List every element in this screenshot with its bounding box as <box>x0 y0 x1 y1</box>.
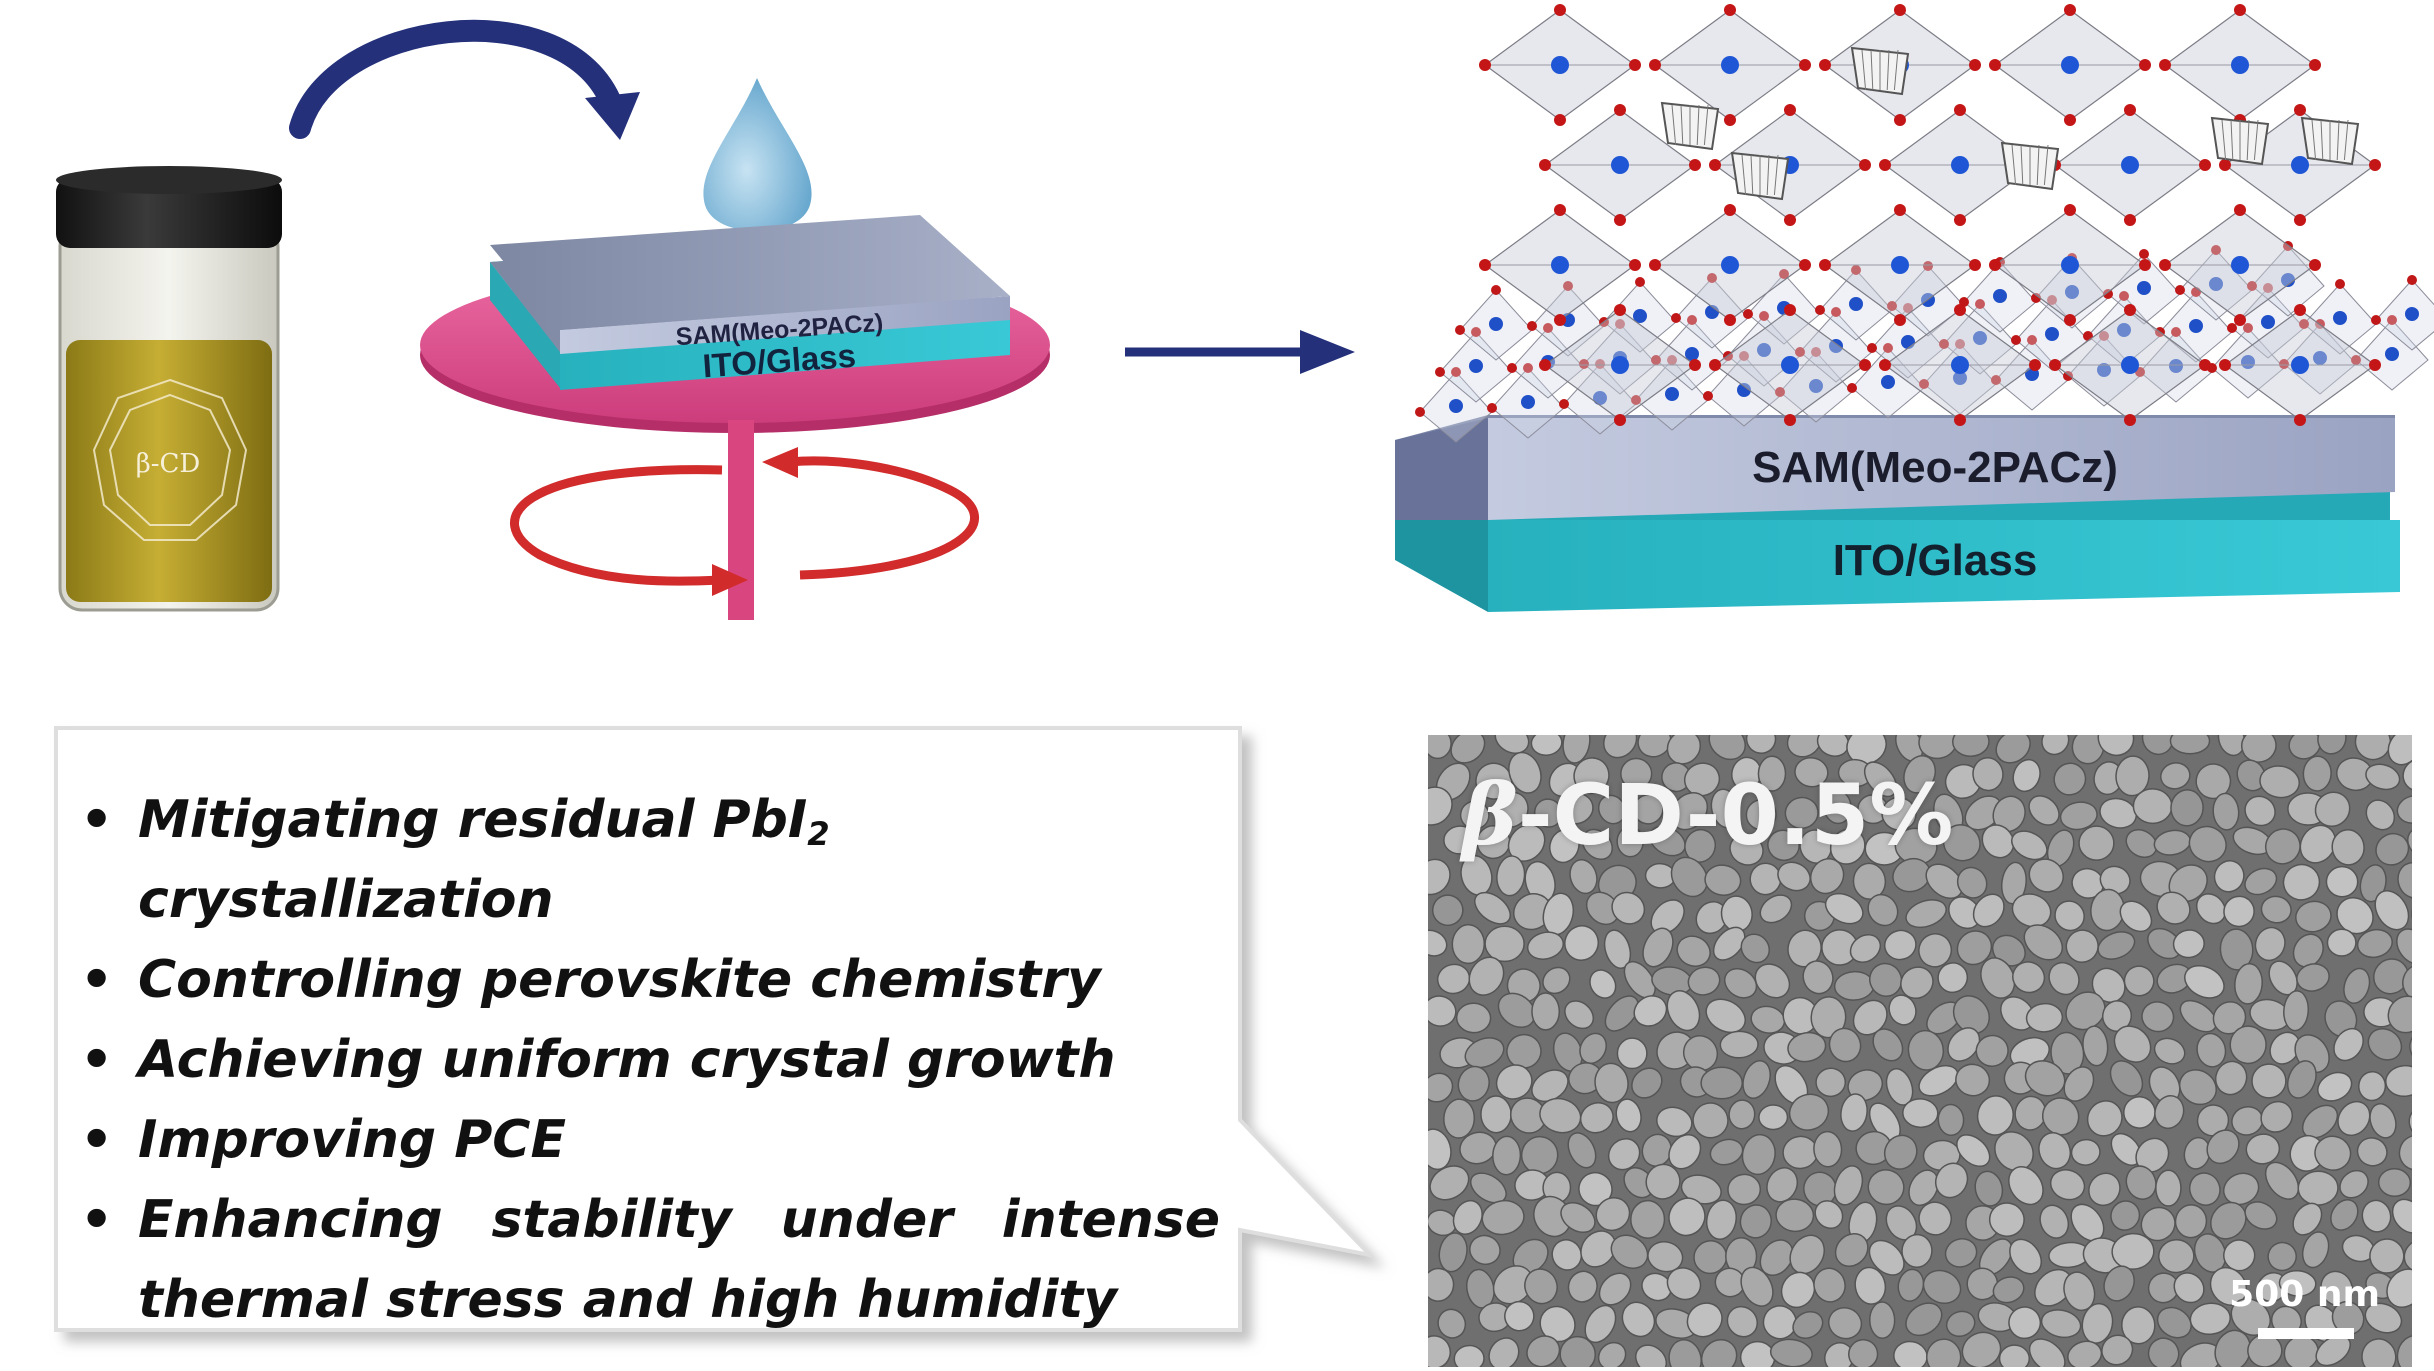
perovskite-stack: SAM(Meo-2PACz) ITO/Glass <box>1395 4 2434 612</box>
top-illustration: β-CD SAM(Meo-2PACz) ITO/Glass <box>56 4 2434 620</box>
benefit-item: •Achieving uniform crystal growth <box>80 1030 1116 1090</box>
droplet-icon <box>703 78 812 232</box>
sem-sample-label: β-CD-0.5% <box>1462 765 1954 864</box>
curved-arrow-icon <box>289 19 621 139</box>
spin-coater: SAM(Meo-2PACz) ITO/Glass <box>420 215 1050 620</box>
sem-micrograph: β-CD-0.5% 500 nm <box>1428 735 2412 1367</box>
stack-ito-label: ITO/Glass <box>1833 536 2038 585</box>
rotation-arrow-icon <box>510 465 723 586</box>
benefits-list: •Mitigating residual PbI2 crystallizatio… <box>80 780 1220 1340</box>
sem-grain-texture <box>1428 735 2412 1367</box>
benefit-item: •Enhancing stability under intense therm… <box>80 1190 1220 1330</box>
vial-label: β-CD <box>136 449 201 479</box>
solution-vial: β-CD <box>56 166 282 612</box>
callout-box <box>54 726 1376 1332</box>
benefit-item: •Mitigating residual PbI2 crystallizatio… <box>80 790 830 930</box>
scale-bar-label: 500 nm <box>2229 1274 2380 1315</box>
perovskite-lattice <box>1415 4 2434 443</box>
scale-bar <box>2258 1328 2354 1339</box>
benefit-item: •Improving PCE <box>80 1110 566 1170</box>
stack-sam-label: SAM(Meo-2PACz) <box>1752 443 2118 492</box>
benefit-item: •Controlling perovskite chemistry <box>80 950 1101 1010</box>
